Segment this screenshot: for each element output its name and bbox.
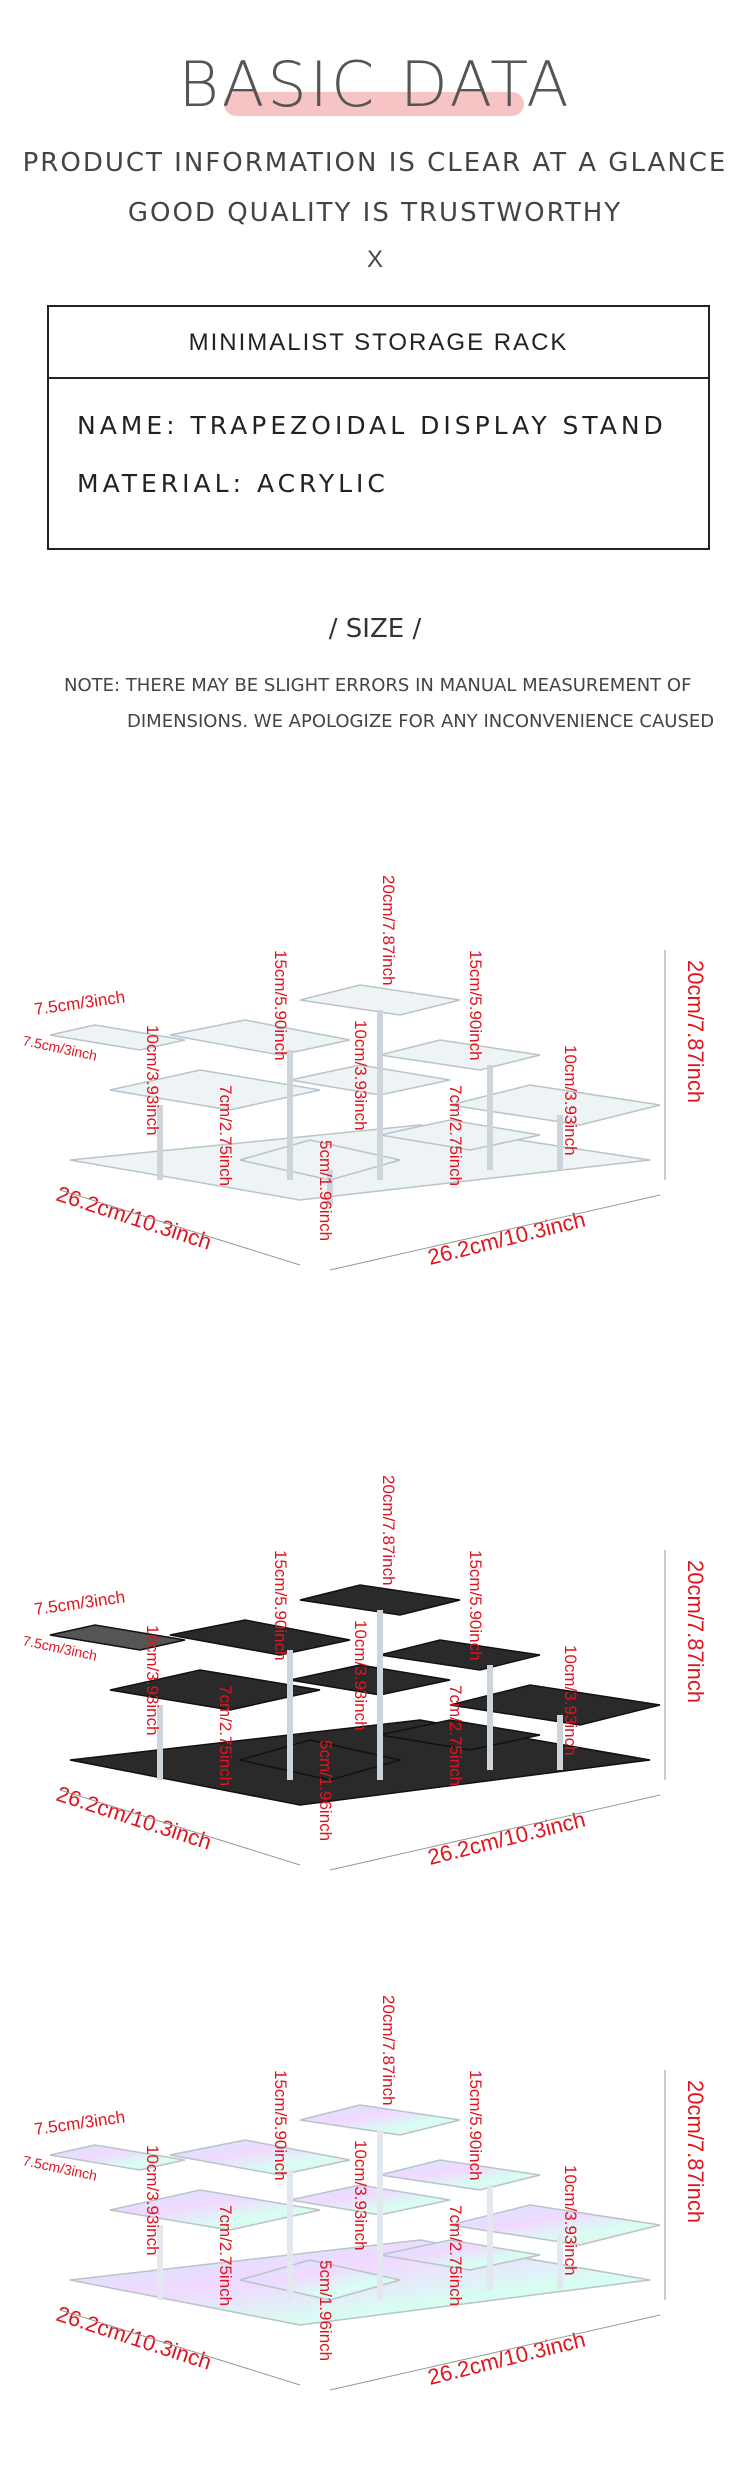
plate [239,2259,401,2301]
dim-7-right: 7cm/2.75inch [446,1085,465,1186]
dim-5: 5cm/1.96inch [316,1140,335,1241]
plate [379,1119,541,1151]
dim-7-right: 7cm/2.75inch [446,1685,465,1786]
plate [379,2159,541,2191]
plate [449,1084,661,1126]
rack-drawing-iridescent: 20cm/7.87inch 15cm/5.90inch 15cm/5.90inc… [21,1995,708,2391]
plate [289,2184,451,2216]
dim-10-center: 10cm/3.93inch [351,1620,370,1731]
plate [109,1669,321,1711]
plate [299,2104,461,2136]
note-line-2: DIMENSIONS. WE APOLOGIZE FOR ANY INCONVE… [127,711,715,732]
dim-20-vertical: 20cm/7.87inch [379,1475,398,1586]
plate [379,1719,541,1751]
size-label: / SIZE / [328,614,422,644]
dim-15-right: 15cm/5.90inch [466,1550,485,1661]
dim-26-right: 26.2cm/10.3inch [425,1207,588,1270]
dim-10-left: 10cm/3.93inch [143,2145,162,2256]
dim-7-5-top: 7.5cm/3inch [33,2107,126,2139]
support-post [59,1189,301,1266]
dim-20-vertical: 20cm/7.87inch [379,875,398,986]
plate [169,1019,351,1056]
dim-26-right: 26.2cm/10.3inch [425,2327,588,2390]
note-line-1: NOTE: THERE MAY BE SLIGHT ERRORS IN MANU… [64,675,692,696]
dim-7-right: 7cm/2.75inch [446,2205,465,2306]
info-name: NAME: TRAPEZOIDAL DISPLAY STAND [77,411,667,440]
plate [49,1024,186,1051]
dim-7-left: 7cm/2.75inch [216,1085,235,1186]
dim-20-height: 20cm/7.87inch [683,960,708,1103]
plate [289,1664,451,1696]
plate [49,2144,186,2171]
dim-15-right: 15cm/5.90inch [466,950,485,1061]
plate [449,1684,661,1726]
plate [379,2239,541,2271]
plate [379,1039,541,1071]
plate [299,984,461,1016]
dim-7-5-top: 7.5cm/3inch [33,1587,126,1619]
dim-7-5-top: 7.5cm/3inch [33,987,126,1019]
dim-10-center: 10cm/3.93inch [351,2140,370,2251]
info-box: MINIMALIST STORAGE RACK NAME: TRAPEZOIDA… [47,305,710,550]
dim-26-left: 26.2cm/10.3inch [53,1781,214,1855]
dim-10-left: 10cm/3.93inch [143,1625,162,1736]
dim-7-left: 7cm/2.75inch [216,1685,235,1786]
plate [109,2189,321,2231]
plate [109,1069,321,1111]
title-highlight [224,92,524,116]
dim-26-left: 26.2cm/10.3inch [53,2301,214,2375]
subtitle-line-2: GOOD QUALITY IS TRUSTWORTHY [127,198,623,228]
dim-20-vertical: 20cm/7.87inch [379,1995,398,2106]
diagram-iridescent: 20cm/7.87inch 15cm/5.90inch 15cm/5.90inc… [0,1970,750,2470]
dim-10-left: 10cm/3.93inch [143,1025,162,1136]
dim-15-left: 15cm/5.90inch [271,2070,290,2181]
support-post [329,2314,661,2391]
dim-15-left: 15cm/5.90inch [271,1550,290,1661]
dim-10-center: 10cm/3.93inch [351,1020,370,1131]
dim-5: 5cm/1.96inch [316,2260,335,2361]
dim-10-right: 10cm/3.93inch [561,2165,580,2276]
dim-15-left: 15cm/5.90inch [271,950,290,1061]
diagram-clear: 20cm/7.87inch 15cm/5.90inch 15cm/5.90inc… [0,850,750,1350]
info-material: MATERIAL: ACRYLIC [77,469,389,498]
dim-15-right: 15cm/5.90inch [466,2070,485,2181]
rack-drawing-black: 20cm/7.87inch 15cm/5.90inch 15cm/5.90inc… [21,1475,708,1871]
plate [239,1139,401,1181]
dim-20-height: 20cm/7.87inch [683,1560,708,1703]
support-post [329,1194,661,1271]
dim-5: 5cm/1.96inch [316,1740,335,1841]
dim-10-right: 10cm/3.93inch [561,1045,580,1156]
plate [169,1619,351,1656]
rack-drawing-clear: 20cm/7.87inch 15cm/5.90inch 15cm/5.90inc… [21,875,708,1271]
plate [449,2204,661,2246]
plate [239,1739,401,1781]
dim-26-left: 26.2cm/10.3inch [53,1181,214,1255]
plate [49,1624,186,1651]
dim-10-right: 10cm/3.93inch [561,1645,580,1756]
x-mark: X [366,246,383,273]
subtitle-line-1: PRODUCT INFORMATION IS CLEAR AT A GLANCE [22,148,728,178]
diagram-black: 20cm/7.87inch 15cm/5.90inch 15cm/5.90inc… [0,1460,750,1960]
info-heading: MINIMALIST STORAGE RACK [49,307,708,379]
page-title: BASIC DATA [178,48,572,121]
plate [169,2139,351,2176]
dim-7-left: 7cm/2.75inch [216,2205,235,2306]
support-post [329,1794,661,1871]
plate [289,1064,451,1096]
dim-26-right: 26.2cm/10.3inch [425,1807,588,1870]
support-post [59,2309,301,2386]
support-post [59,1789,301,1866]
plate [379,1639,541,1671]
plate [299,1584,461,1616]
dim-20-height: 20cm/7.87inch [683,2080,708,2223]
